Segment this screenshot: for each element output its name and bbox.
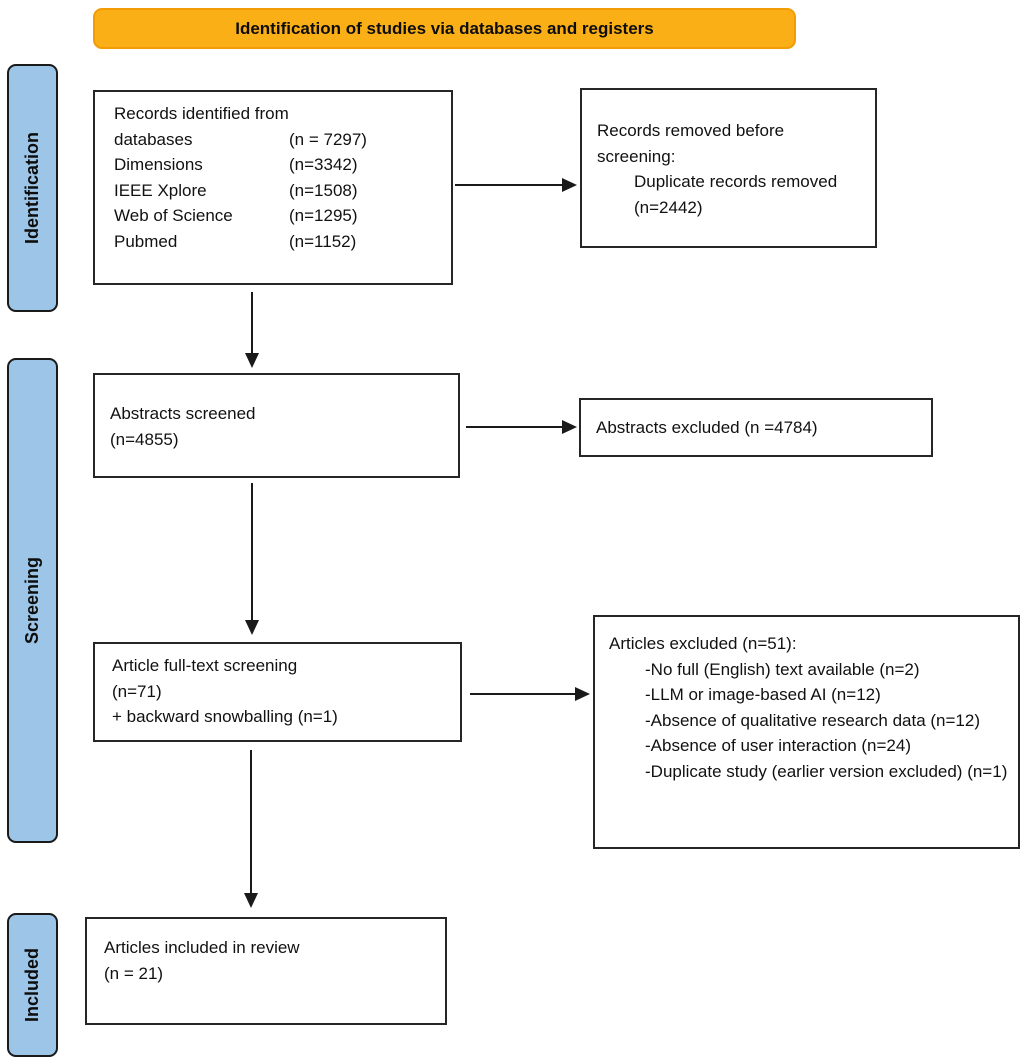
stage-included: Included [7,913,58,1057]
articles-excluded-item: -Absence of qualitative research data (n… [645,710,981,730]
stage-screening: Screening [7,358,58,843]
arrow-records-to-abstracts-head [245,353,259,368]
records-source-label: Web of Science [114,206,233,225]
records-source-count: (n=1508) [289,180,358,200]
records-source-row: Web of Science (n=1295) [114,203,441,229]
records-removed-box: Records removed before screening: Duplic… [580,88,877,248]
arrow-fulltext-to-excluded-head [575,687,590,701]
records-source-label: databases [114,129,193,149]
abstracts-excluded-line1: Abstracts excluded (n =4784) [596,417,818,437]
stage-identification-label: Identification [22,132,42,244]
records-source-row: Dimensions (n=3342) [114,152,441,178]
arrow-fulltext-to-included-shaft [250,750,252,894]
records-source-row: Pubmed (n=1152) [114,229,441,255]
arrow-abstracts-to-excluded-head [562,420,577,434]
records-source-row: databases (n = 7297) [114,127,441,153]
articles-excluded-item: -Absence of user interaction (n=24) [645,736,912,755]
arrow-abstracts-to-fulltext-head [245,620,259,635]
fulltext-screening-line3: + backward snowballing (n=1) [112,707,338,726]
records-source-count: (n=3342) [289,155,358,174]
title-banner: Identification of studies via databases … [93,8,796,49]
fulltext-screening-box: Article full-text screening (n=71) + bac… [93,642,462,742]
records-source-label: Dimensions [114,155,203,174]
fulltext-screening-line2: (n=71) [112,681,162,701]
abstracts-excluded-box: Abstracts excluded (n =4784) [579,398,933,457]
articles-excluded-box: Articles excluded (n=51): -No full (Engl… [593,615,1020,849]
records-source-count: (n=1295) [289,206,358,225]
articles-excluded-item: -LLM or image-based AI (n=12) [645,685,881,704]
fulltext-screening-line1: Article full-text screening [112,656,298,675]
arrow-fulltext-to-excluded-shaft [470,693,576,695]
articles-excluded-item: -Duplicate study (earlier version exclud… [645,761,1008,781]
records-identified-box: Records identified from databases (n = 7… [93,90,453,285]
abstracts-screened-line1: Abstracts screened [110,404,256,423]
records-removed-line2: Duplicate records removed (n=2442) [634,172,838,217]
articles-included-line1: Articles included in review [104,938,300,957]
abstracts-screened-line2: (n=4855) [110,429,179,449]
stage-screening-label: Screening [22,556,42,645]
stage-identification: Identification [7,64,58,312]
articles-included-line2: (n = 21) [104,963,164,983]
records-source-label: IEEE Xplore [114,180,207,200]
records-source-row: IEEE Xplore (n=1508) [114,178,441,204]
abstracts-screened-box: Abstracts screened (n=4855) [93,373,460,478]
arrow-abstracts-to-fulltext-shaft [251,483,253,621]
stage-included-label: Included [22,947,42,1022]
records-identified-intro: Records identified from [114,104,289,123]
arrow-fulltext-to-included-head [244,893,258,908]
arrow-records-to-removed-head [562,178,577,192]
records-source-count: (n=1152) [289,231,357,251]
records-source-count: (n = 7297) [289,129,367,149]
articles-excluded-header: Articles excluded (n=51): [609,634,797,653]
records-removed-line1: Records removed before screening: [597,121,785,166]
articles-included-box: Articles included in review (n = 21) [85,917,447,1025]
title-banner-label: Identification of studies via databases … [235,18,654,38]
records-source-label: Pubmed [114,231,178,251]
arrow-abstracts-to-excluded-shaft [466,426,563,428]
arrow-records-to-abstracts-shaft [251,292,253,354]
arrow-records-to-removed-shaft [455,184,563,186]
articles-excluded-item: -No full (English) text available (n=2) [645,659,920,679]
